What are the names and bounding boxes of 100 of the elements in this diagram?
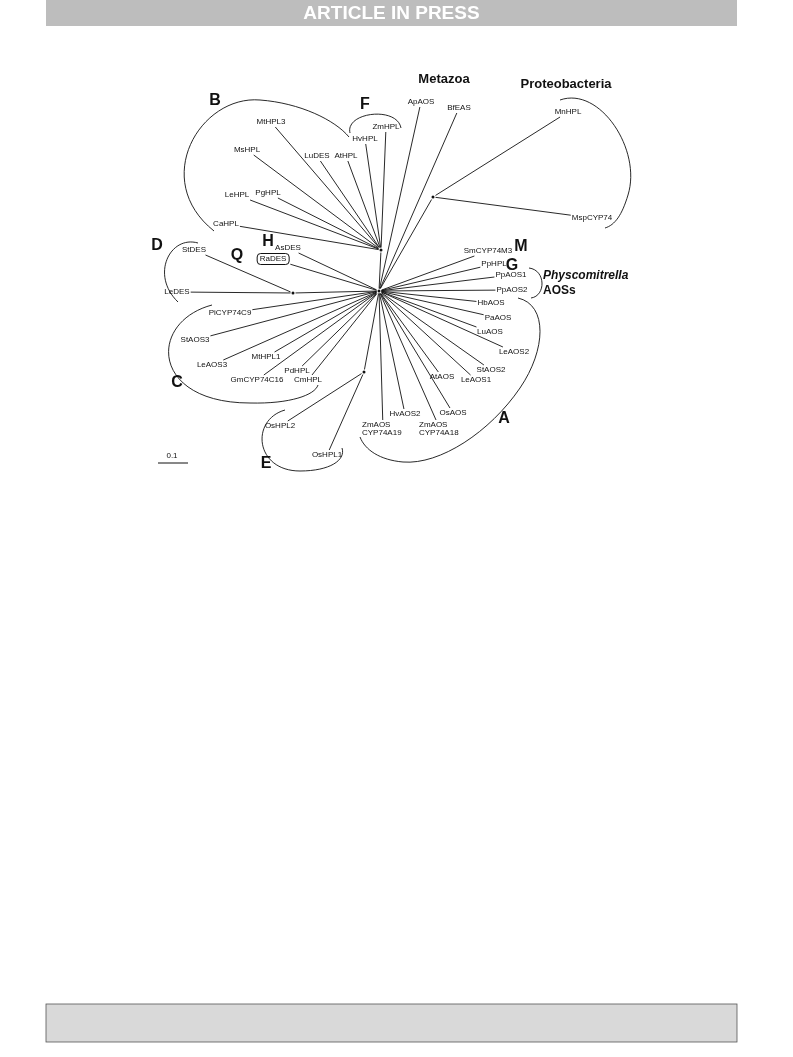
taxon-label: MsHPL <box>233 146 261 154</box>
taxon-label: LeAOS1 <box>460 376 492 384</box>
taxon-label: MspCYP74 <box>571 214 613 222</box>
tree-branch <box>381 266 481 291</box>
tree-branch <box>253 154 379 249</box>
tree-branch <box>205 254 291 293</box>
taxon-label: HvHPL <box>352 135 378 143</box>
taxon-label: PaAOS <box>484 314 512 322</box>
clade-letter: A <box>498 409 510 427</box>
taxon-label: StAOS2 <box>476 366 506 374</box>
taxon-label: OsAOS <box>439 409 467 417</box>
taxon-label: StAOS3 <box>180 336 210 344</box>
taxon-label: LuDES <box>304 152 330 160</box>
tree-branch <box>378 293 384 421</box>
tree-branch <box>222 291 377 361</box>
tree-branch <box>380 199 432 289</box>
branch-node <box>377 289 381 293</box>
clade-letter: B <box>209 91 221 109</box>
taxon-label: PpHPL <box>481 260 507 268</box>
tree-branch <box>251 290 377 311</box>
taxon-label: PpAOS1 <box>495 271 527 279</box>
clade-letter: Q <box>230 246 244 264</box>
tree-branch <box>381 291 485 316</box>
taxon-label: MnHPL <box>554 108 582 116</box>
tree-branch <box>381 292 485 366</box>
tree-branch <box>381 255 475 291</box>
clade-letter: F <box>360 95 370 113</box>
taxon-label: ZmAOS CYP74A19 <box>362 421 404 437</box>
tree-branch <box>319 160 380 248</box>
taxon-label: SmCYP74M3 <box>463 247 513 255</box>
taxon-label: LuAOS <box>477 328 503 336</box>
tree-branch <box>381 291 477 328</box>
taxon-label: AtAOS <box>429 373 455 381</box>
tree-branch <box>435 116 561 196</box>
taxon-label: CmHPL <box>294 376 322 384</box>
taxon-label: ZmHPL <box>372 123 400 131</box>
tree-branch <box>380 293 451 409</box>
taxon-label: CaHPL <box>213 220 239 228</box>
tree-branch <box>190 291 291 294</box>
branch-node <box>291 291 295 295</box>
taxon-label: StDES <box>182 246 206 254</box>
tree-branch <box>364 293 379 370</box>
taxon-label: GmCYP74C16 <box>230 376 284 384</box>
group-label: Proteobacteria <box>520 75 612 91</box>
branch-node <box>362 370 366 374</box>
tree-branch <box>274 292 377 353</box>
tree-branch <box>277 197 379 250</box>
clade-letter: M <box>514 237 528 255</box>
taxon-label: BfEAS <box>447 104 471 112</box>
group-label: Physcomitrella AOSs <box>543 268 627 298</box>
tree-branch <box>381 290 477 302</box>
taxon-label: LeDES <box>164 288 190 296</box>
taxon-label: PdHPL <box>284 367 310 375</box>
branch-node <box>379 248 383 252</box>
tree-branch <box>347 160 381 248</box>
tree-branch <box>379 106 421 289</box>
tree-branch <box>381 291 504 348</box>
taxon-label: HvAOS2 <box>389 410 421 418</box>
tree-branch <box>295 290 377 294</box>
page-header: ARTICLE IN PRESS <box>46 0 737 26</box>
group-label: Metazoa <box>418 70 470 86</box>
clade-letter: H <box>262 232 274 250</box>
tree-branch <box>379 293 437 421</box>
tree-branch <box>311 293 378 376</box>
taxon-label: OsHPL2 <box>264 422 296 430</box>
branch-node <box>431 195 435 199</box>
tree-branch <box>379 293 405 410</box>
tree-branch <box>274 126 380 248</box>
taxon-label: PiCYP74C9 <box>208 309 252 317</box>
tree-branch <box>381 292 471 376</box>
tree-branch <box>249 199 379 250</box>
taxon-label: PpAOS2 <box>496 286 528 294</box>
tree-branch <box>378 252 382 289</box>
tree-branch <box>380 131 387 248</box>
taxon-label: LeAOS2 <box>498 348 530 356</box>
tree-branch <box>263 292 377 376</box>
clade-letter: C <box>171 373 183 391</box>
taxon-label: ApAOS <box>407 98 435 106</box>
taxon-label: HbAOS <box>477 299 505 307</box>
tree-branch <box>328 374 364 451</box>
clade-letter: D <box>151 236 163 254</box>
taxon-label: MtHPL1 <box>251 353 281 361</box>
taxon-label: AtHPL <box>334 152 358 160</box>
taxon-label: ZmAOS CYP74A18 <box>419 421 461 437</box>
tree-branch <box>210 291 377 337</box>
tree-branch <box>298 252 377 291</box>
tree-branch <box>381 289 496 292</box>
tree-branch <box>239 225 379 251</box>
tree-branch <box>287 373 362 422</box>
taxon-label: PgHPL <box>255 189 281 197</box>
tree-branch <box>380 293 439 373</box>
tree-branch <box>365 143 382 248</box>
tree-branch <box>379 112 458 289</box>
taxon-label: MtHPL3 <box>256 118 286 126</box>
tree-branch <box>435 196 572 216</box>
tree-branch <box>289 263 377 291</box>
taxon-label: LeAOS3 <box>196 361 228 369</box>
tree-branch <box>301 293 377 367</box>
clade-letter: G <box>505 256 519 273</box>
clade-letter: E <box>260 454 272 472</box>
